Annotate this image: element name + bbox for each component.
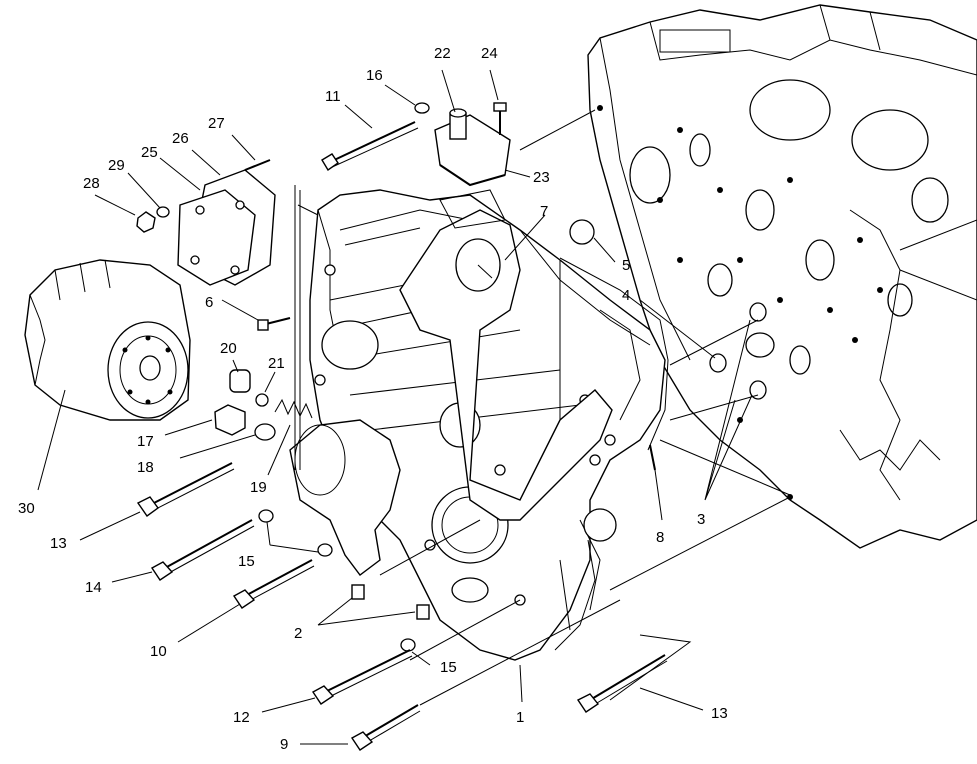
callout-30: 30: [18, 500, 35, 517]
callout-28: 28: [83, 175, 100, 192]
callout-1: 1: [516, 709, 524, 726]
callout-14: 14: [85, 579, 102, 596]
oil-pump-arm: [399, 189, 613, 521]
water-inlet: [289, 419, 401, 576]
callout-13-right: 13: [711, 705, 728, 722]
oil-filter: [24, 259, 191, 421]
leader-lines: [37, 69, 791, 745]
callout-3: 3: [697, 511, 705, 528]
callout-8: 8: [656, 529, 664, 546]
callout-23: 23: [533, 169, 550, 186]
callout-11: 11: [325, 88, 341, 105]
callout-13-left: 13: [50, 535, 67, 552]
callout-labels: 22 24 16 11 27 26 25 29 28 23 7 5 4 6 20…: [18, 45, 728, 753]
callout-26: 26: [172, 130, 189, 147]
callout-5: 5: [622, 257, 630, 274]
bolts: [136, 102, 767, 751]
callout-24: 24: [481, 45, 498, 62]
callout-7: 7: [540, 203, 548, 220]
callout-27: 27: [208, 115, 225, 132]
engine-block: [587, 4, 977, 549]
callout-21: 21: [268, 355, 285, 372]
callout-19: 19: [250, 479, 267, 496]
callout-29: 29: [108, 157, 125, 174]
callout-9: 9: [280, 736, 288, 753]
callout-2: 2: [294, 625, 302, 642]
callout-20: 20: [220, 340, 237, 357]
callout-12: 12: [233, 709, 250, 726]
cover-plate: [177, 169, 276, 286]
callout-16: 16: [366, 67, 383, 84]
callout-10: 10: [150, 643, 167, 660]
callout-18: 18: [137, 459, 154, 476]
callout-25: 25: [141, 144, 158, 161]
callout-15-upper: 15: [238, 553, 255, 570]
callout-17: 17: [137, 433, 154, 450]
callout-4: 4: [622, 287, 630, 304]
callout-15-lower: 15: [440, 659, 457, 676]
thermostat-housing: [434, 108, 511, 187]
callout-6: 6: [205, 294, 213, 311]
callout-22: 22: [434, 45, 451, 62]
